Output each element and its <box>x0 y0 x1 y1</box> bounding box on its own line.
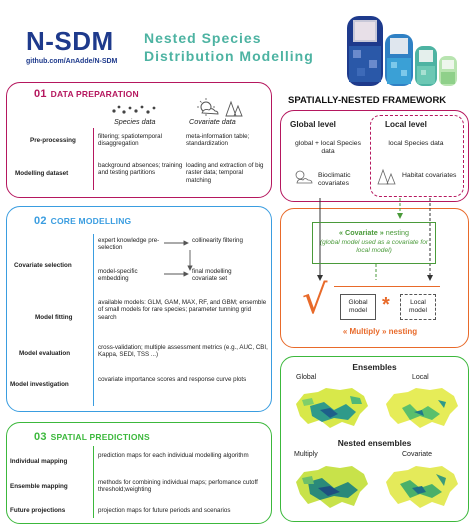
section-2-divider <box>93 234 94 406</box>
model-fitting-label: Model fitting <box>35 314 73 321</box>
nesting-panel <box>280 208 469 348</box>
covariate-selection-label: Covariate selection <box>14 262 72 269</box>
nested-ensembles-title: Nested ensembles <box>337 438 412 448</box>
cloud-sun-icon <box>295 170 313 184</box>
nesting-connectors <box>317 198 433 281</box>
subtitle-line-2: Distribution Modelling <box>144 48 314 64</box>
ensemble-mapping-label: Ensemble mapping <box>10 483 68 490</box>
spatial-predictions-panel <box>6 422 272 524</box>
multiply-map-label: Multiply <box>294 451 318 458</box>
global-map-label: Global <box>296 374 317 381</box>
covariate-nesting-note: (global model used as a covariate for lo… <box>319 239 429 254</box>
nesting-dolls-icon <box>347 16 457 86</box>
ensembles-title: Ensembles <box>352 362 397 372</box>
framework-title: SPATIALLY-NESTED FRAMEWORK <box>288 95 447 106</box>
global-model-box <box>340 294 376 320</box>
future-projections-label: Future projections <box>10 507 66 514</box>
modelling-dataset-species: background absences; training and testin… <box>98 162 183 177</box>
local-model-text: Local model <box>409 299 427 314</box>
covariate-icon <box>197 98 243 117</box>
local-model-box <box>400 294 436 320</box>
pre-processing-species: filtering; spatiotemporal disaggregation <box>98 133 162 148</box>
core-modelling-panel <box>6 206 272 412</box>
pre-processing-label: Pre-processing <box>30 137 76 144</box>
covariate-selection-arrows <box>164 240 193 277</box>
model-fitting-text: available models: GLM, GAM, MAX, RF, and… <box>98 299 267 321</box>
future-projections-text: projection maps for future periods and s… <box>98 507 231 514</box>
global-level-title: Global level <box>290 120 336 129</box>
local-level-covariates: Habitat covariates <box>402 172 457 179</box>
repo-url[interactable]: github.com/AnAdde/N-SDM <box>26 58 118 65</box>
multiply-star: * <box>382 294 390 316</box>
expert-preselection-text: expert knowledge pre-selection <box>98 237 160 252</box>
data-preparation-panel <box>6 82 272 198</box>
model-evaluation-text: cross-validation; multiple assessment me… <box>98 344 268 359</box>
modelling-dataset-label: Modelling dataset <box>15 170 69 177</box>
tree-icon <box>377 168 396 185</box>
covariate-nesting-box <box>312 222 436 264</box>
local-level-species: local Species data <box>388 140 444 147</box>
species-icon <box>112 105 156 114</box>
section-3-divider <box>93 446 94 518</box>
ensemble-mapping-text: methods for combining individual maps; p… <box>98 479 258 494</box>
covariate-map-label: Covariate <box>402 451 432 458</box>
species-data-heading: Species data <box>114 117 156 126</box>
local-level-title: Local level <box>385 120 427 129</box>
multiply-nested-map <box>296 466 368 508</box>
multiply-top-bar <box>334 286 440 287</box>
final-covariate-set-text: final modelling covariate set <box>192 268 232 283</box>
multiply-nesting-label: « Multiply » nesting <box>342 327 418 336</box>
individual-mapping-text: prediction maps for each individual mode… <box>98 452 249 459</box>
model-specific-text: model-specific embedding <box>98 268 138 283</box>
model-evaluation-label: Model evaluation <box>19 350 71 357</box>
individual-mapping-label: Individual mapping <box>10 458 68 465</box>
local-map-label: Local <box>412 374 429 381</box>
collinearity-text: collinearity filtering <box>192 237 243 244</box>
sqrt-symbol: √ <box>302 277 328 323</box>
covariate-nesting-title: « Covariate » nesting <box>339 228 409 237</box>
model-investigation-text: covariate importance scores and response… <box>98 376 247 383</box>
global-level-covariates: Bioclimatic covariates <box>318 172 351 187</box>
global-ensemble-map <box>296 388 368 428</box>
global-model-text: Global model <box>348 299 368 314</box>
section-1-divider <box>93 128 94 190</box>
local-ensemble-map <box>386 388 458 428</box>
local-level-box <box>370 115 464 197</box>
framework-levels-panel <box>280 110 469 202</box>
modelling-dataset-covariate: loading and extraction of big raster dat… <box>186 162 264 184</box>
model-investigation-label: Model investigation <box>10 381 69 388</box>
covariate-data-heading: Covariate data <box>189 117 236 126</box>
subtitle-line-1: Nested Species <box>144 30 262 46</box>
logo-title: N-SDM <box>26 26 114 56</box>
covariate-nested-map <box>386 466 458 508</box>
pre-processing-covariate: meta-information table; standardization <box>186 133 250 148</box>
global-level-species: global + local Species data <box>295 140 361 155</box>
